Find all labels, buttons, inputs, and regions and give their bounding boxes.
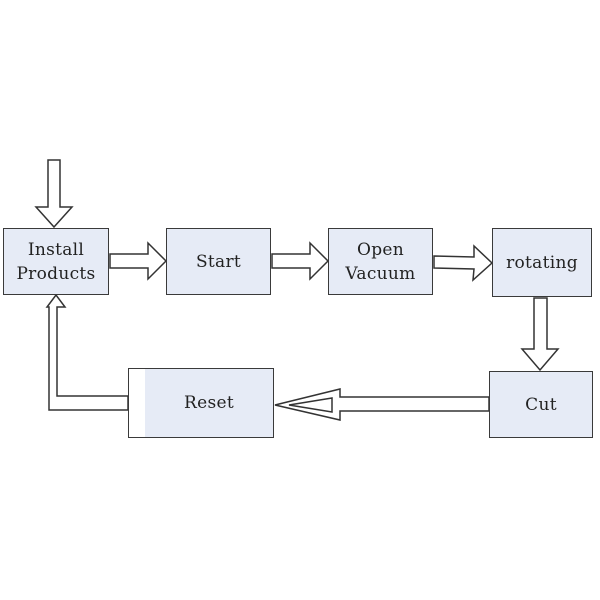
step-rotating-label: rotating	[506, 252, 578, 273]
step-cut-label: Cut	[525, 394, 557, 415]
step-install-products: Install Products	[3, 228, 109, 295]
arrow-rotating-to-cut	[520, 297, 560, 372]
step-install-products-label: Install Products	[16, 239, 96, 284]
step-open-vacuum: Open Vacuum	[328, 228, 433, 295]
step-reset-label: Reset	[184, 393, 234, 413]
step-open-vacuum-label: Open Vacuum	[345, 239, 416, 284]
arrow-cut-to-reset	[274, 388, 490, 421]
arrow-cut-to-reset-inner	[288, 397, 333, 413]
step-reset: Reset	[128, 368, 274, 438]
reset-box-strip	[129, 369, 145, 437]
entry-arrow	[34, 159, 74, 229]
step-start-label: Start	[195, 251, 242, 272]
step-cut: Cut	[489, 371, 593, 438]
arrow-install-to-start	[109, 241, 168, 281]
step-rotating: rotating	[492, 228, 592, 297]
arrow-open-vacuum-to-rotating	[433, 244, 494, 282]
arrow-reset-to-install	[45, 293, 129, 411]
step-start: Start	[166, 228, 271, 295]
arrow-start-to-open-vacuum	[271, 241, 330, 281]
